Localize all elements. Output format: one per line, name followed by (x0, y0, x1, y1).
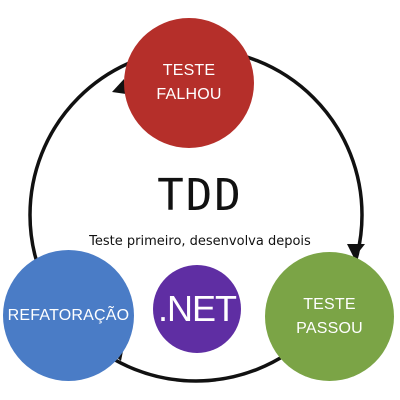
diagram-subtitle: Teste primeiro, desenvolva depois (89, 234, 311, 249)
diagram-title: TDD (157, 170, 243, 221)
dotnet-logo: .NET (153, 265, 241, 353)
refactor-node: REFATORAÇÃO (3, 250, 134, 381)
arrow-head-to-fail (112, 79, 126, 94)
test-passed-label: TESTE PASSOU (296, 295, 363, 337)
test-passed-node: TESTE PASSOU (265, 252, 394, 381)
refactor-label: REFATORAÇÃO (7, 306, 130, 324)
dotnet-logo-label: .NET (157, 288, 237, 329)
test-failed-node: TESTE FALHOU (124, 18, 254, 148)
arrow-head-to-pass (347, 244, 365, 258)
test-failed-label: TESTE FALHOU (156, 62, 222, 103)
